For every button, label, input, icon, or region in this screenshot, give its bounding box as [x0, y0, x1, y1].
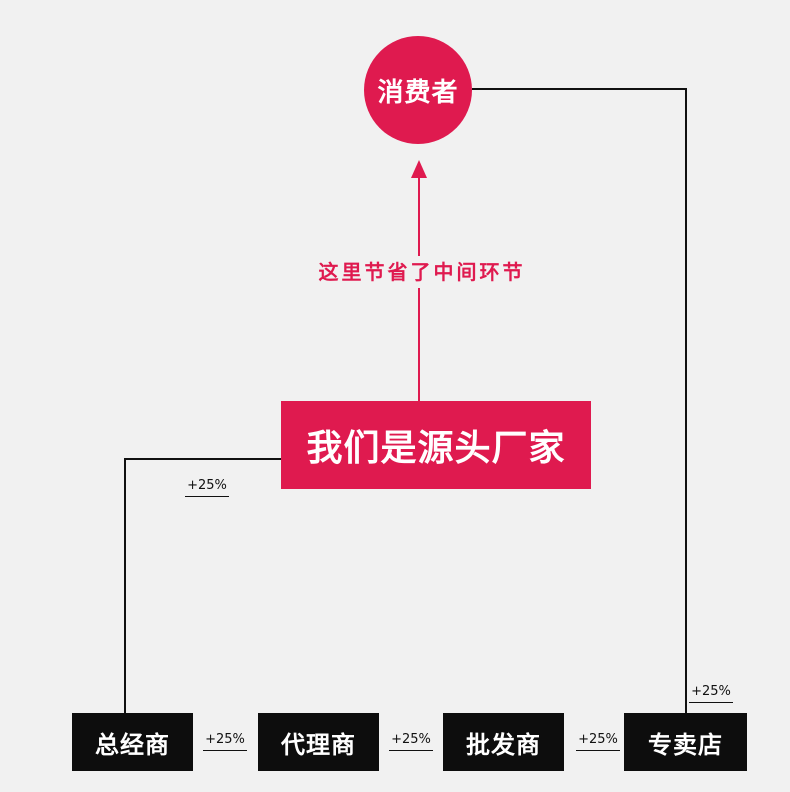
markup-distributor-agent: +25% — [203, 732, 247, 751]
node-store-label: 专卖店 — [648, 730, 723, 759]
arrow-head-icon — [411, 160, 427, 178]
node-wholesaler-label: 批发商 — [466, 730, 541, 759]
node-distributor-label: 总经商 — [95, 730, 170, 759]
consumer-label: 消费者 — [377, 77, 459, 108]
node-agent-label: 代理商 — [281, 730, 356, 759]
node-store: 专卖店 — [624, 713, 747, 771]
factory-box: 我们是源头厂家 — [281, 401, 591, 489]
markup-factory-distributor: +25% — [185, 478, 229, 497]
consumer-circle: 消费者 — [364, 36, 472, 144]
connector-store-consumer — [472, 88, 687, 713]
factory-label: 我们是源头厂家 — [306, 428, 566, 469]
saving-note: 这里节省了中间环节 — [292, 256, 552, 288]
connector-factory-distributor — [124, 458, 281, 713]
node-wholesaler: 批发商 — [443, 713, 564, 771]
node-distributor: 总经商 — [72, 713, 193, 771]
markup-wholesaler-store: +25% — [576, 732, 620, 751]
markup-agent-wholesaler: +25% — [389, 732, 433, 751]
markup-store-consumer: +25% — [689, 684, 733, 703]
node-agent: 代理商 — [258, 713, 379, 771]
